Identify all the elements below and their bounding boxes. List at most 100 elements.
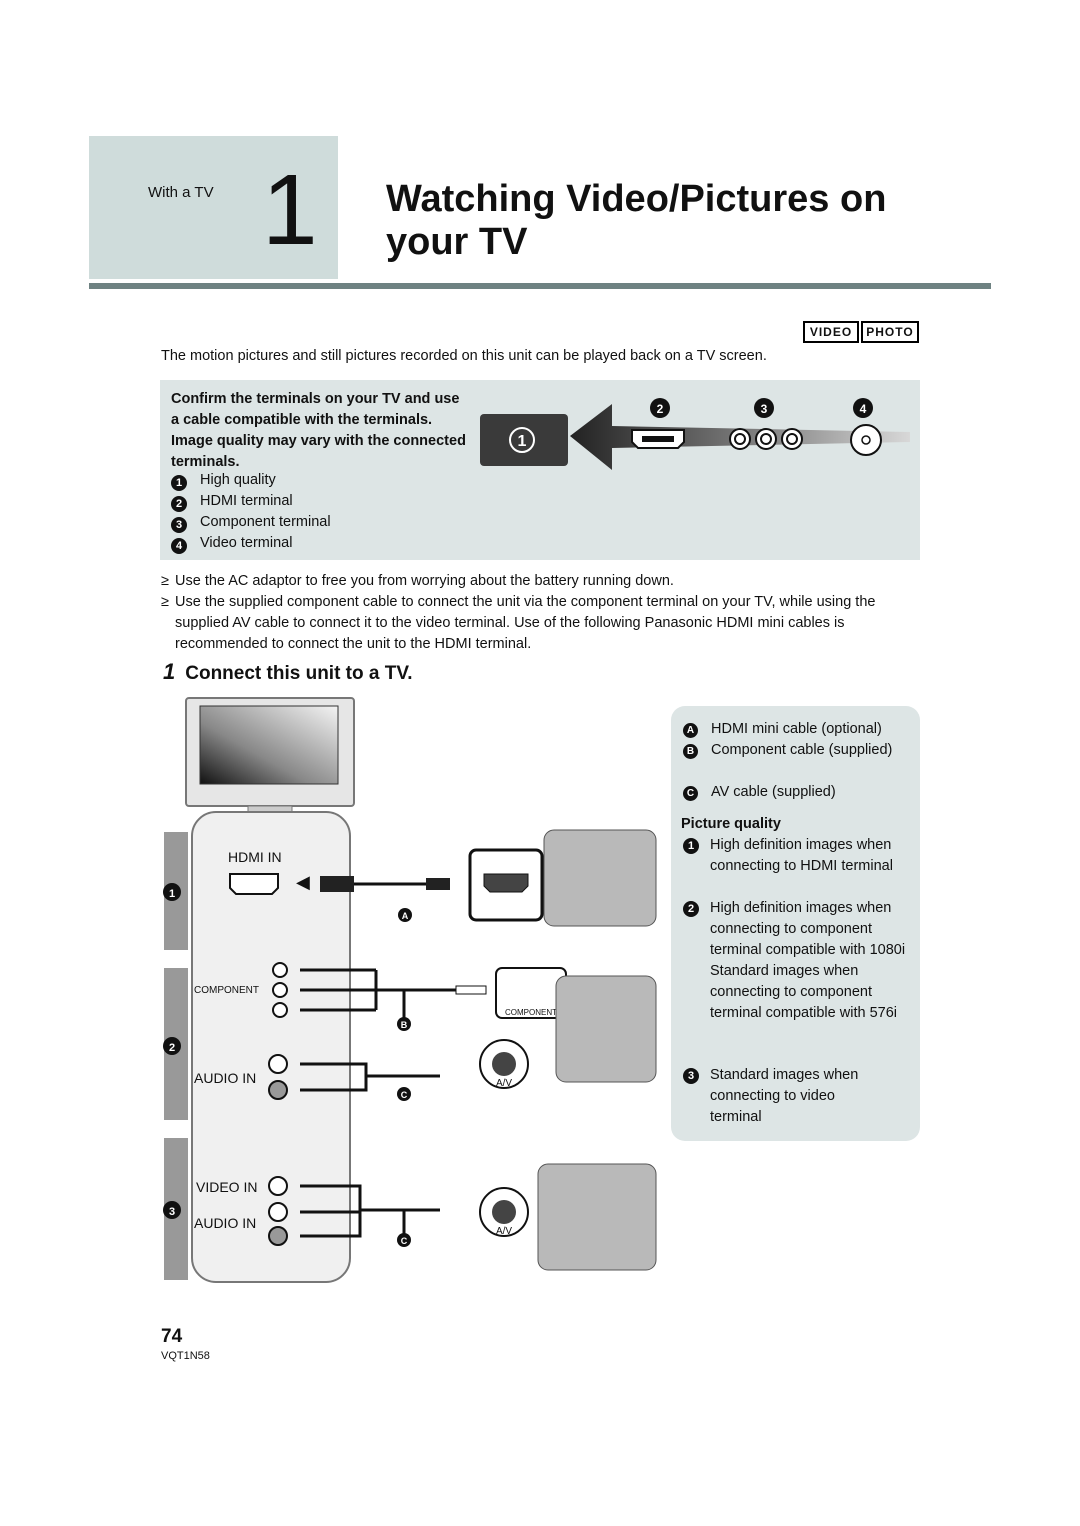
cable-c-glyph: C [401, 1236, 408, 1246]
number-1-glyph: 1 [518, 433, 527, 450]
video-in-label: VIDEO IN [196, 1179, 257, 1195]
page-title: Watching Video/Pictures on your TV [386, 178, 946, 264]
camera-av-port [492, 1052, 516, 1076]
connection-diagram: 1 2 3 HDMI IN ◀ A COMPONENT B COMPONENT … [163, 697, 657, 1283]
component-label: COMPONENT [194, 985, 259, 996]
number-2-icon [650, 398, 670, 418]
cable-label: Component cable (supplied) [711, 742, 893, 758]
number-2-glyph: 2 [169, 1042, 175, 1054]
legend-label: Component terminal [200, 514, 331, 530]
tv-audio-jack-r [268, 1080, 288, 1100]
number-3-glyph: 3 [761, 402, 768, 416]
number-2-icon: 2 [171, 496, 187, 512]
tv-audio-jack-l [268, 1202, 288, 1222]
arrow-left-icon: ◀ [296, 872, 310, 893]
confirm-terminals-text: Confirm the terminals on your TV and use… [171, 391, 466, 470]
number-2-glyph: 2 [657, 402, 664, 416]
cable-c-marker [397, 1087, 411, 1101]
document-code: VQT1N58 [161, 1350, 210, 1362]
cable-item: B [683, 740, 698, 761]
tv-illustration [185, 697, 355, 815]
quality-item: 2 [683, 898, 699, 919]
cable-label: AV cable (supplied) [711, 784, 836, 800]
av-cable [300, 1184, 440, 1238]
cable-c-icon: C [683, 786, 698, 801]
av-port-label: A/V [496, 1078, 512, 1089]
tv-terminal-panel [191, 811, 351, 1283]
terminal-info-panel [160, 380, 920, 560]
component-cable [374, 970, 456, 1020]
bullet-text: Use the AC adaptor to free you from worr… [175, 573, 674, 589]
number-1-icon [509, 427, 535, 453]
hdmi-plug [320, 876, 354, 892]
number-2-icon: 2 [683, 901, 699, 917]
camcorder-illustration-2 [555, 975, 657, 1083]
hdmi-mini-plug [426, 878, 450, 890]
camera-av-port [492, 1200, 516, 1224]
photo-mode-badge: PHOTO [861, 321, 919, 343]
bullet-mark: ≥ [161, 573, 169, 589]
cable-item: A [683, 719, 698, 740]
step-number: 1 [163, 659, 176, 684]
cable-legend-panel [671, 706, 920, 1141]
bullet-item: ≥ Use the AC adaptor to free you from wo… [161, 571, 916, 592]
video-mode-badge: VIDEO [803, 321, 859, 343]
legend-item: 1 High quality [171, 472, 276, 491]
terminals-quality-illustration: 1 2 3 4 [480, 398, 910, 470]
number-4-icon [853, 398, 873, 418]
number-2-icon [163, 1037, 181, 1055]
audio-in-label: AUDIO IN [194, 1070, 256, 1086]
section-label: With a TV [148, 184, 214, 201]
camcorder-illustration-1 [543, 829, 657, 927]
video-jack-icon [850, 424, 882, 456]
tv-audio-jack-r [268, 1226, 288, 1246]
hdmi-in-label: HDMI IN [228, 849, 282, 865]
camcorder-illustration-3 [537, 1163, 657, 1271]
high-quality-box [480, 414, 568, 466]
page-title-line2: your TV [386, 221, 528, 263]
title-divider [89, 283, 991, 289]
cable-a-glyph: A [402, 911, 409, 921]
quality-text: High definition images when connecting t… [710, 837, 893, 874]
tv-component-jack-y [272, 962, 288, 978]
cable-a-marker [398, 908, 412, 922]
number-4-glyph: 4 [860, 402, 867, 416]
number-4-icon: 4 [171, 538, 187, 554]
number-3-icon: 3 [683, 1068, 699, 1084]
number-1-glyph: 1 [169, 888, 175, 900]
number-3-icon [163, 1201, 181, 1219]
bullet-text: Use the supplied component cable to conn… [175, 594, 876, 652]
tv-hdmi-port [229, 873, 279, 895]
tv-audio-jack-l [268, 1054, 288, 1074]
component-plug [455, 985, 487, 995]
tv-component-jack-pr [272, 1002, 288, 1018]
number-1-icon: 1 [171, 475, 187, 491]
camera-hdmi-port [483, 873, 529, 893]
quality-text: High definition images when connecting t… [710, 900, 906, 1021]
page-number: 74 [161, 1326, 183, 1347]
quality-text: Standard images when connecting to video… [710, 1067, 859, 1125]
quality-item: 1 [683, 835, 699, 856]
legend-label: High quality [200, 472, 276, 488]
audio-cable [300, 1062, 440, 1092]
bullet-mark: ≥ [161, 594, 169, 610]
cable-b-glyph: B [401, 1020, 408, 1030]
cable-b-icon: B [683, 744, 698, 759]
number-3-icon: 3 [171, 517, 187, 533]
cable-b-marker [397, 1017, 411, 1031]
cable-item: C [683, 782, 698, 803]
quality-item: 3 [683, 1065, 699, 1086]
cable-a-icon: A [683, 723, 698, 738]
av-port-label: A/V [496, 1226, 512, 1237]
component-jacks-icon [729, 428, 803, 450]
cable-c-marker [397, 1233, 411, 1247]
hdmi-port-slot [642, 436, 674, 442]
number-1-icon [163, 883, 181, 901]
legend-item: 3 Component terminal [171, 514, 331, 533]
component-port-label: COMPONENT [505, 1008, 557, 1017]
intro-text: The motion pictures and still pictures r… [161, 348, 767, 364]
number-1-icon: 1 [683, 838, 699, 854]
